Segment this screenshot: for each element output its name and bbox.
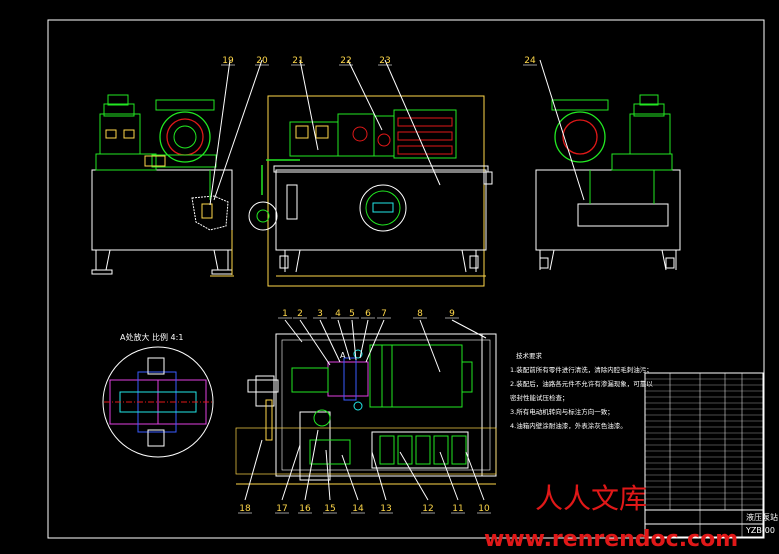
callout-plan-12: 12 xyxy=(422,504,433,514)
title-block-name: 液压泵站 xyxy=(746,512,778,522)
callout-plan-4: 4 xyxy=(335,309,341,319)
callouts-plan-bottom: 18 17 16 15 14 13 12 11 10 xyxy=(238,504,491,514)
callouts-top: 19 20 21 22 23 24 xyxy=(221,56,537,66)
callout-plan-13: 13 xyxy=(380,504,391,514)
detail-title: A处放大 比例 4:1 xyxy=(120,332,183,342)
callout-plan-10: 10 xyxy=(478,504,490,514)
tech-req-line-3: 密封性能试压检查； xyxy=(510,393,569,402)
left-side-view xyxy=(91,59,263,277)
callout-plan-1: 1 xyxy=(282,309,288,319)
callout-plan-8: 8 xyxy=(417,309,423,319)
callout-plan-17: 17 xyxy=(276,504,287,514)
callout-plan-11: 11 xyxy=(452,504,463,514)
tech-req-line-4: 3.所有电动机转向与标注方向一致； xyxy=(510,407,614,416)
plan-view xyxy=(235,319,497,501)
section-marker: A xyxy=(340,351,346,360)
callout-plan-9: 9 xyxy=(449,309,455,319)
callout-plan-16: 16 xyxy=(299,504,311,514)
callout-plan-14: 14 xyxy=(352,504,364,514)
tech-req-title: 技术要求 xyxy=(516,351,543,360)
tech-req-line-1: 1.装配前所有零件进行清洗，清除内腔毛刺油污； xyxy=(510,365,653,374)
callout-plan-3: 3 xyxy=(317,309,323,319)
callout-plan-18: 18 xyxy=(239,504,251,514)
watermark-url: www.renrendoc.com xyxy=(484,527,738,552)
callout-plan-6: 6 xyxy=(365,309,371,319)
callout-plan-7: 7 xyxy=(381,309,387,319)
drawing-frame xyxy=(47,19,765,539)
callout-plan-2: 2 xyxy=(297,309,303,319)
watermark-logo: 人人文库 xyxy=(535,482,647,515)
front-view xyxy=(248,59,493,287)
callout-top-23: 23 xyxy=(379,56,390,66)
title-block xyxy=(644,372,764,538)
callout-top-21: 21 xyxy=(292,56,303,66)
right-side-view xyxy=(535,59,681,271)
callout-plan-15: 15 xyxy=(324,504,335,514)
detail-a-view xyxy=(102,346,214,458)
callout-top-24: 24 xyxy=(524,56,536,66)
callout-plan-5: 5 xyxy=(349,309,355,319)
callout-top-20: 20 xyxy=(256,56,268,66)
tech-req-line-2: 2.装配后，油路各元件不允许有渗漏现象，可靠以 xyxy=(510,379,653,388)
title-block-code: YZB-00 xyxy=(745,526,775,535)
technical-requirements: 技术要求 1.装配前所有零件进行清洗，清除内腔毛刺油污； 2.装配后，油路各元件… xyxy=(510,351,653,430)
callout-top-19: 19 xyxy=(222,56,234,66)
callout-top-22: 22 xyxy=(340,56,351,66)
tech-req-line-5: 4.油箱内壁涂耐油漆，外表涂灰色油漆。 xyxy=(510,421,627,430)
